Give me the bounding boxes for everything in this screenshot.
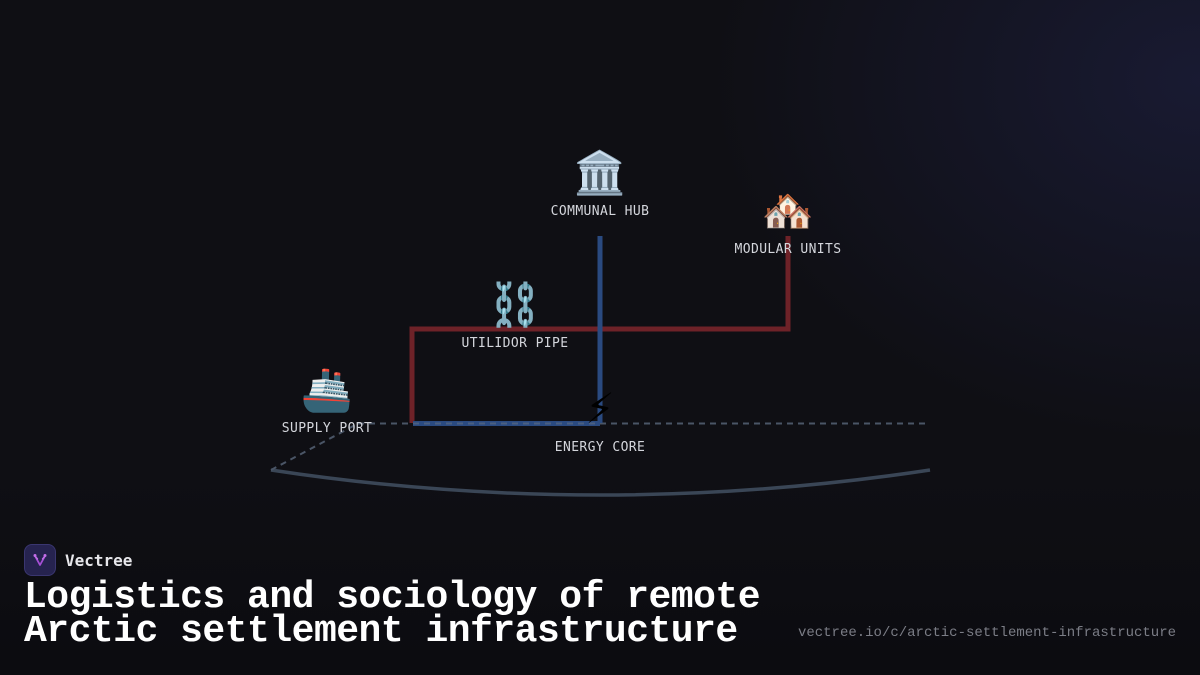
- node-modular-units[interactable]: 🏘️ MODULAR UNITS: [735, 186, 842, 257]
- node-label: SUPPLY PORT: [281, 421, 373, 436]
- ground-curve: [270, 468, 931, 497]
- brand[interactable]: Vectree: [24, 544, 132, 576]
- chains-icon: ⛓️: [488, 280, 542, 329]
- classical-building-icon: 🏛️: [573, 148, 627, 197]
- page-title: Logistics and sociology of remote Arctic…: [24, 579, 761, 651]
- brand-name: Vectree: [65, 550, 133, 570]
- vectree-fork-icon: [24, 544, 56, 576]
- node-label: ENERGY CORE: [554, 440, 646, 455]
- houses-icon: 🏘️: [761, 186, 815, 235]
- node-label: COMMUNAL HUB: [550, 204, 650, 219]
- lightning-icon: ⚡: [585, 384, 615, 433]
- node-supply-port[interactable]: 🚢 SUPPLY PORT: [282, 365, 373, 436]
- node-energy-core[interactable]: ⚡ ENERGY CORE: [555, 384, 646, 455]
- ship-icon: 🚢: [300, 365, 354, 414]
- title-line-1: Logistics and sociology of remote: [24, 576, 761, 619]
- title-line-2: Arctic settlement infrastructure: [24, 610, 738, 653]
- node-label: UTILIDOR PIPE: [461, 336, 569, 351]
- slope-dashed-line: [270, 422, 359, 471]
- node-label: MODULAR UNITS: [734, 242, 842, 257]
- node-communal-hub[interactable]: 🏛️ COMMUNAL HUB: [551, 148, 650, 219]
- page-url[interactable]: vectree.io/c/arctic-settlement-infrastru…: [797, 625, 1176, 641]
- node-utilidor-pipe[interactable]: ⛓️ UTILIDOR PIPE: [462, 280, 569, 351]
